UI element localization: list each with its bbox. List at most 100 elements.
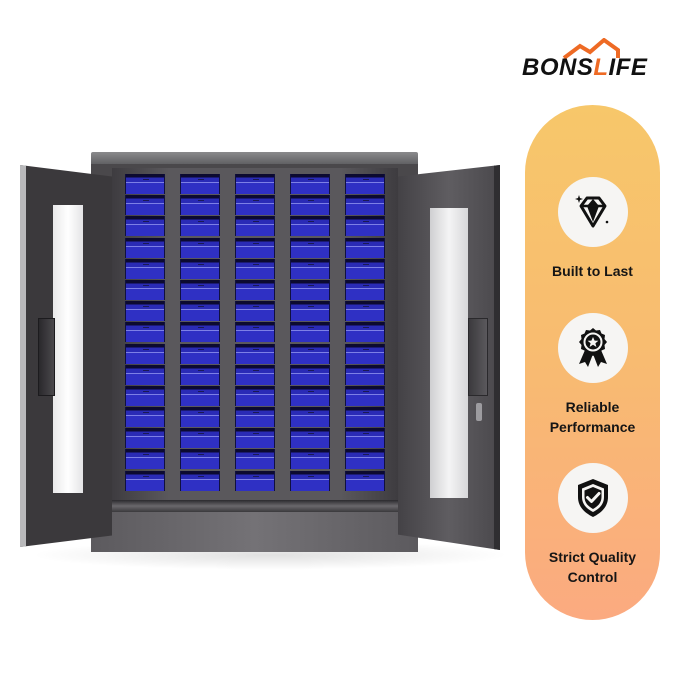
storage-bin — [235, 343, 275, 364]
storage-bin — [235, 279, 275, 300]
storage-bin — [125, 216, 165, 237]
storage-bin — [290, 322, 330, 343]
brand-logo: BONSLIFE — [520, 38, 665, 82]
storage-bin — [125, 449, 165, 470]
storage-bin — [180, 174, 220, 194]
storage-bin — [125, 195, 165, 216]
storage-bin — [235, 237, 275, 258]
bin-column — [235, 174, 275, 492]
cabinet-bottom-shelf — [112, 500, 398, 512]
award-ribbon-icon — [578, 328, 607, 367]
storage-bin — [290, 174, 330, 194]
storage-bin — [180, 449, 220, 470]
bin-column — [345, 174, 385, 492]
left-door — [20, 165, 112, 547]
storage-bin — [235, 385, 275, 406]
storage-bin — [345, 343, 385, 364]
right-door-edge — [494, 165, 500, 550]
storage-bin — [290, 237, 330, 258]
features-panel: Built to Last Reliable Performance — [525, 105, 660, 620]
feature-label-line1: Built to Last — [552, 263, 633, 279]
storage-bin — [125, 385, 165, 406]
storage-bin — [125, 364, 165, 385]
storage-bin — [125, 174, 165, 194]
feature-label-line2: Control — [567, 569, 618, 585]
storage-bin — [290, 470, 330, 491]
storage-bin — [180, 343, 220, 364]
storage-bin — [290, 279, 330, 300]
cabinet-base — [91, 512, 418, 552]
storage-bin — [345, 301, 385, 322]
feature-icon-circle — [557, 313, 628, 383]
bin-column — [125, 174, 165, 492]
storage-bin — [180, 216, 220, 237]
storage-bin — [345, 428, 385, 449]
storage-bin — [125, 407, 165, 428]
feature-label-line1: Reliable — [565, 399, 620, 415]
right-door — [398, 165, 500, 550]
storage-bin — [235, 258, 275, 279]
lock-icon — [476, 403, 482, 421]
feature-label-line1: Strict Quality — [548, 549, 637, 565]
storage-bin — [125, 258, 165, 279]
storage-bin — [235, 195, 275, 216]
feature-label: Strict Quality Control — [525, 547, 660, 587]
storage-bin — [290, 449, 330, 470]
storage-bin — [180, 428, 220, 449]
feature-built-to-last: Built to Last — [525, 177, 660, 281]
storage-bin — [125, 343, 165, 364]
storage-bin — [235, 449, 275, 470]
storage-bin — [180, 322, 220, 343]
storage-bin — [345, 195, 385, 216]
storage-bin — [125, 428, 165, 449]
storage-bin — [235, 322, 275, 343]
bin-column — [290, 174, 330, 492]
storage-bin — [180, 364, 220, 385]
storage-bin — [345, 407, 385, 428]
storage-bin — [345, 322, 385, 343]
brand-wordmark: BONSLIFE — [522, 54, 647, 82]
storage-bin — [235, 407, 275, 428]
storage-bin — [235, 174, 275, 194]
storage-bin — [290, 195, 330, 216]
house-roof-icon — [562, 38, 620, 60]
storage-bin — [290, 428, 330, 449]
cabinet-interior — [112, 168, 398, 502]
storage-bin — [180, 407, 220, 428]
cabinet-top — [91, 152, 418, 166]
storage-bin — [290, 343, 330, 364]
storage-bin — [125, 301, 165, 322]
storage-bin — [290, 301, 330, 322]
storage-bin — [235, 470, 275, 491]
storage-bin — [345, 258, 385, 279]
storage-bin — [345, 237, 385, 258]
storage-bin — [125, 279, 165, 300]
bin-column — [180, 174, 220, 492]
storage-bin — [180, 301, 220, 322]
storage-bin — [180, 258, 220, 279]
right-door-handle — [468, 318, 488, 396]
storage-bin — [345, 470, 385, 491]
diamond-icon — [574, 195, 608, 228]
storage-bin — [125, 237, 165, 258]
feature-strict-quality-control: Strict Quality Control — [525, 463, 660, 587]
storage-bin — [180, 237, 220, 258]
storage-bin — [290, 385, 330, 406]
storage-bin — [180, 279, 220, 300]
feature-reliable-performance: Reliable Performance — [525, 313, 660, 437]
storage-bin — [235, 428, 275, 449]
storage-bin — [235, 301, 275, 322]
storage-bin — [235, 216, 275, 237]
storage-bin — [235, 364, 275, 385]
storage-bin — [290, 216, 330, 237]
left-door-window — [53, 205, 83, 493]
storage-bin — [290, 364, 330, 385]
feature-label-line2: Performance — [549, 419, 636, 435]
feature-icon-circle — [557, 463, 628, 533]
brand-wordmark-part1: BONS — [522, 54, 594, 81]
storage-bin — [345, 174, 385, 194]
storage-bin — [345, 449, 385, 470]
brand-wordmark-part2: IFE — [608, 54, 648, 81]
shield-check-icon — [577, 479, 608, 517]
feature-label: Reliable Performance — [525, 397, 660, 437]
